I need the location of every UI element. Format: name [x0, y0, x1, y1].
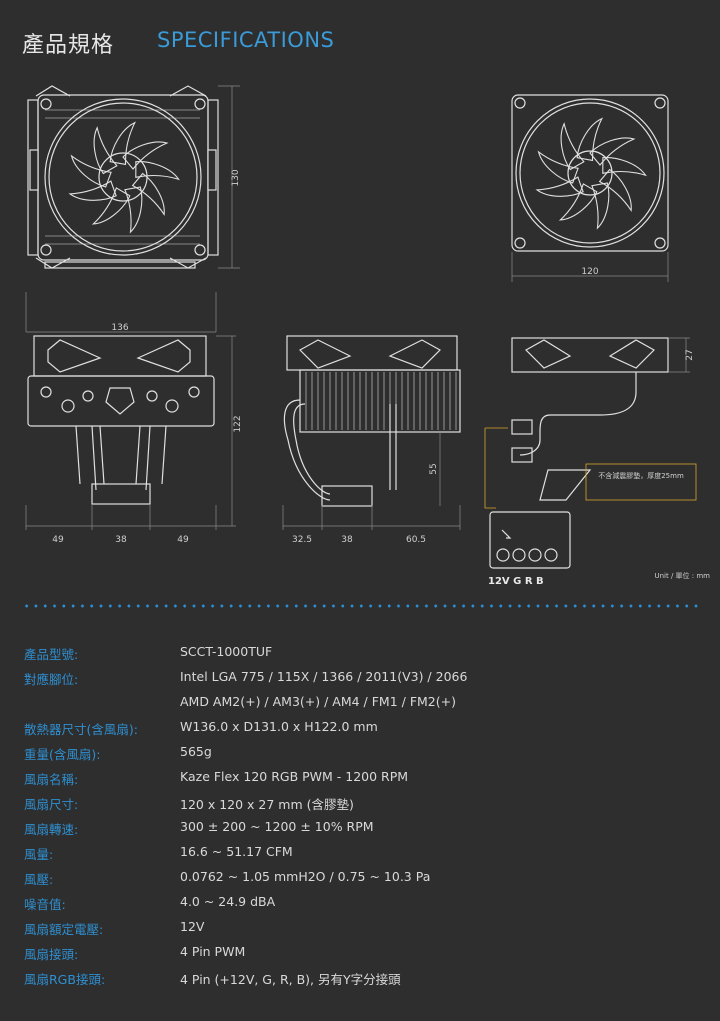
cooler-top-view: [27, 85, 219, 269]
dim-side-32-5: 32.5: [292, 535, 312, 545]
spec-value: W136.0 x D131.0 x H122.0 mm: [180, 719, 378, 734]
spec-label: 風扇尺寸:: [24, 797, 79, 812]
spec-label: 風扇RGB接頭:: [24, 972, 106, 987]
dim-side-60-5: 60.5: [406, 535, 426, 545]
spec-row: 風扇接頭: 4 Pin PWM: [0, 944, 720, 964]
spec-value: 300 ± 200 ~ 1200 ± 10% RPM: [180, 819, 374, 834]
spec-row: 風扇尺寸: 120 x 120 x 27 mm (含膠墊): [0, 794, 720, 814]
page-title-english: SPECIFICATIONS: [157, 28, 335, 52]
spec-row: 風壓: 0.0762 ~ 1.05 mmH2O / 0.75 ~ 10.3 Pa: [0, 869, 720, 889]
spec-row: 風扇名稱: Kaze Flex 120 RGB PWM - 1200 RPM: [0, 769, 720, 789]
spec-label: 對應腳位:: [24, 672, 79, 687]
spec-value: AMD AM2(+) / AM3(+) / AM4 / FM1 / FM2(+): [180, 694, 456, 709]
spec-value: Kaze Flex 120 RGB PWM - 1200 RPM: [180, 769, 409, 784]
spec-row: 風量: 16.6 ~ 51.17 CFM: [0, 844, 720, 864]
spec-row: 風扇轉速: 300 ± 200 ~ 1200 ± 10% RPM: [0, 819, 720, 839]
spec-row: 對應腳位: Intel LGA 775 / 115X / 1366 / 2011(…: [0, 669, 720, 689]
dim-side-38: 38: [341, 535, 353, 545]
spec-label: 產品型號:: [24, 647, 79, 662]
dim-bottom-49-left: 49: [52, 535, 64, 545]
spec-label: 風扇接頭:: [24, 947, 79, 962]
spec-row: AMD AM2(+) / AM3(+) / AM4 / FM1 / FM2(+): [0, 694, 720, 714]
spec-value: 4 Pin PWM: [180, 944, 246, 959]
dim-55: 55: [429, 463, 439, 474]
cooler-front-view: [27, 335, 215, 505]
spec-label: 風扇名稱:: [24, 772, 79, 787]
spec-row: 產品型號: SCCT-1000TUF: [0, 644, 720, 664]
fan-side-view: [489, 337, 669, 569]
section-divider: [22, 604, 698, 608]
spec-label: 風扇轉速:: [24, 822, 79, 837]
cooler-side-view: [283, 335, 461, 507]
spec-value: 12V: [180, 919, 205, 934]
spec-row: 風扇額定電壓: 12V: [0, 919, 720, 939]
rgb-pin-labels: 12V G R B: [488, 576, 544, 587]
spec-value: Intel LGA 775 / 115X / 1366 / 2011(V3) /…: [180, 669, 468, 684]
dim-height-122: 122: [233, 415, 243, 432]
spec-value: 0.0762 ~ 1.05 mmH2O / 0.75 ~ 10.3 Pa: [180, 869, 431, 884]
spec-value: 4 Pin (+12V, G, R, B), 另有Y字分接頭: [180, 972, 401, 987]
dim-fan-thickness-27: 27: [685, 349, 695, 360]
fan-front-view: [511, 94, 669, 252]
dim-width-120: 120: [581, 267, 598, 277]
spec-value: 565g: [180, 744, 212, 759]
spec-label: 噪音值:: [24, 897, 66, 912]
spec-value: 4.0 ~ 24.9 dBA: [180, 894, 276, 909]
spec-label: 散熱器尺寸(含風扇):: [24, 722, 138, 737]
dim-bottom-49-right: 49: [177, 535, 189, 545]
dim-width-136: 136: [111, 323, 128, 333]
unit-note: Unit / 單位 : mm: [654, 571, 710, 580]
spec-label: 重量(含風扇):: [24, 747, 101, 762]
spec-row: 噪音值: 4.0 ~ 24.9 dBA: [0, 894, 720, 914]
spec-row: 風扇RGB接頭: 4 Pin (+12V, G, R, B), 另有Y字分接頭: [0, 969, 720, 989]
spec-label: 風壓:: [24, 872, 54, 887]
spec-value: 120 x 120 x 27 mm (含膠墊): [180, 797, 354, 812]
spec-value: 16.6 ~ 51.17 CFM: [180, 844, 293, 859]
spec-value: SCCT-1000TUF: [180, 644, 273, 659]
pad-note: 不含減震膠墊，厚度25mm: [598, 471, 684, 480]
spec-row: 重量(含風扇): 565g: [0, 744, 720, 764]
spec-row: 散熱器尺寸(含風扇): W136.0 x D131.0 x H122.0 mm: [0, 719, 720, 739]
technical-drawing: 130 120: [25, 85, 710, 587]
dim-height-130: 130: [231, 169, 241, 186]
spec-label: 風扇額定電壓:: [24, 922, 104, 937]
spec-label: 風量:: [24, 847, 54, 862]
page-title-chinese: 產品規格: [22, 33, 115, 58]
dim-bottom-38: 38: [115, 535, 127, 545]
